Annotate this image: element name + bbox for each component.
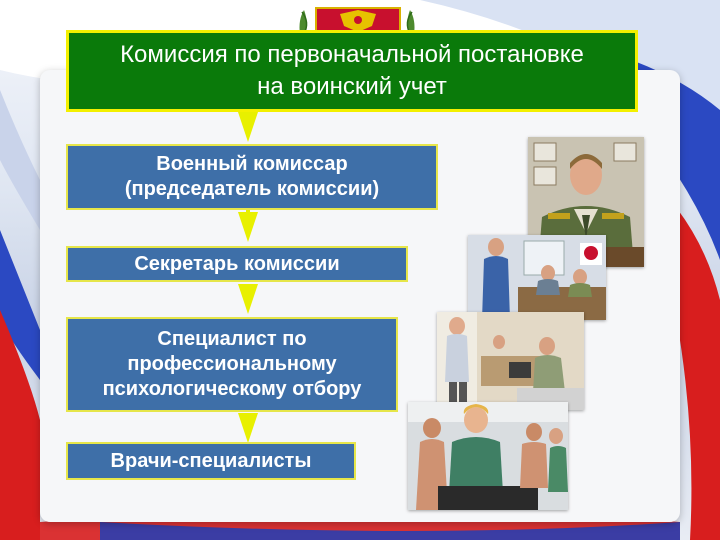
commission-secretary-photo — [468, 235, 606, 320]
commission-title: Комиссия по первоначальной постановке на… — [66, 30, 638, 112]
arrow-commissar-to-secretary — [238, 212, 258, 242]
node-medical-specialists-label: Врачи-специалисты — [110, 449, 312, 472]
node-commission-secretary-label: Секретарь комиссии — [134, 252, 340, 275]
psychological-selection-photo — [437, 312, 584, 410]
node-medical-specialists: Врачи-специалисты — [66, 442, 356, 480]
node-psychological-specialist-label: Специалист по профессиональному психолог… — [102, 328, 362, 400]
node-psychological-specialist: Специалист по профессиональному психолог… — [66, 317, 398, 412]
node-commission-secretary: Секретарь комиссии — [66, 246, 408, 282]
arrow-specialist-to-doctors — [238, 413, 258, 443]
node-military-commissar-label: Военный комиссар (председатель комиссии) — [124, 153, 380, 200]
medical-examination-photo — [408, 402, 568, 510]
node-military-commissar: Военный комиссар (председатель комиссии) — [66, 144, 438, 210]
commission-title-text: Комиссия по первоначальной постановке на… — [120, 41, 584, 100]
arrow-secretary-to-specialist — [238, 284, 258, 314]
arrow-title-to-commissar — [238, 112, 258, 142]
connector-arrows — [238, 112, 258, 443]
